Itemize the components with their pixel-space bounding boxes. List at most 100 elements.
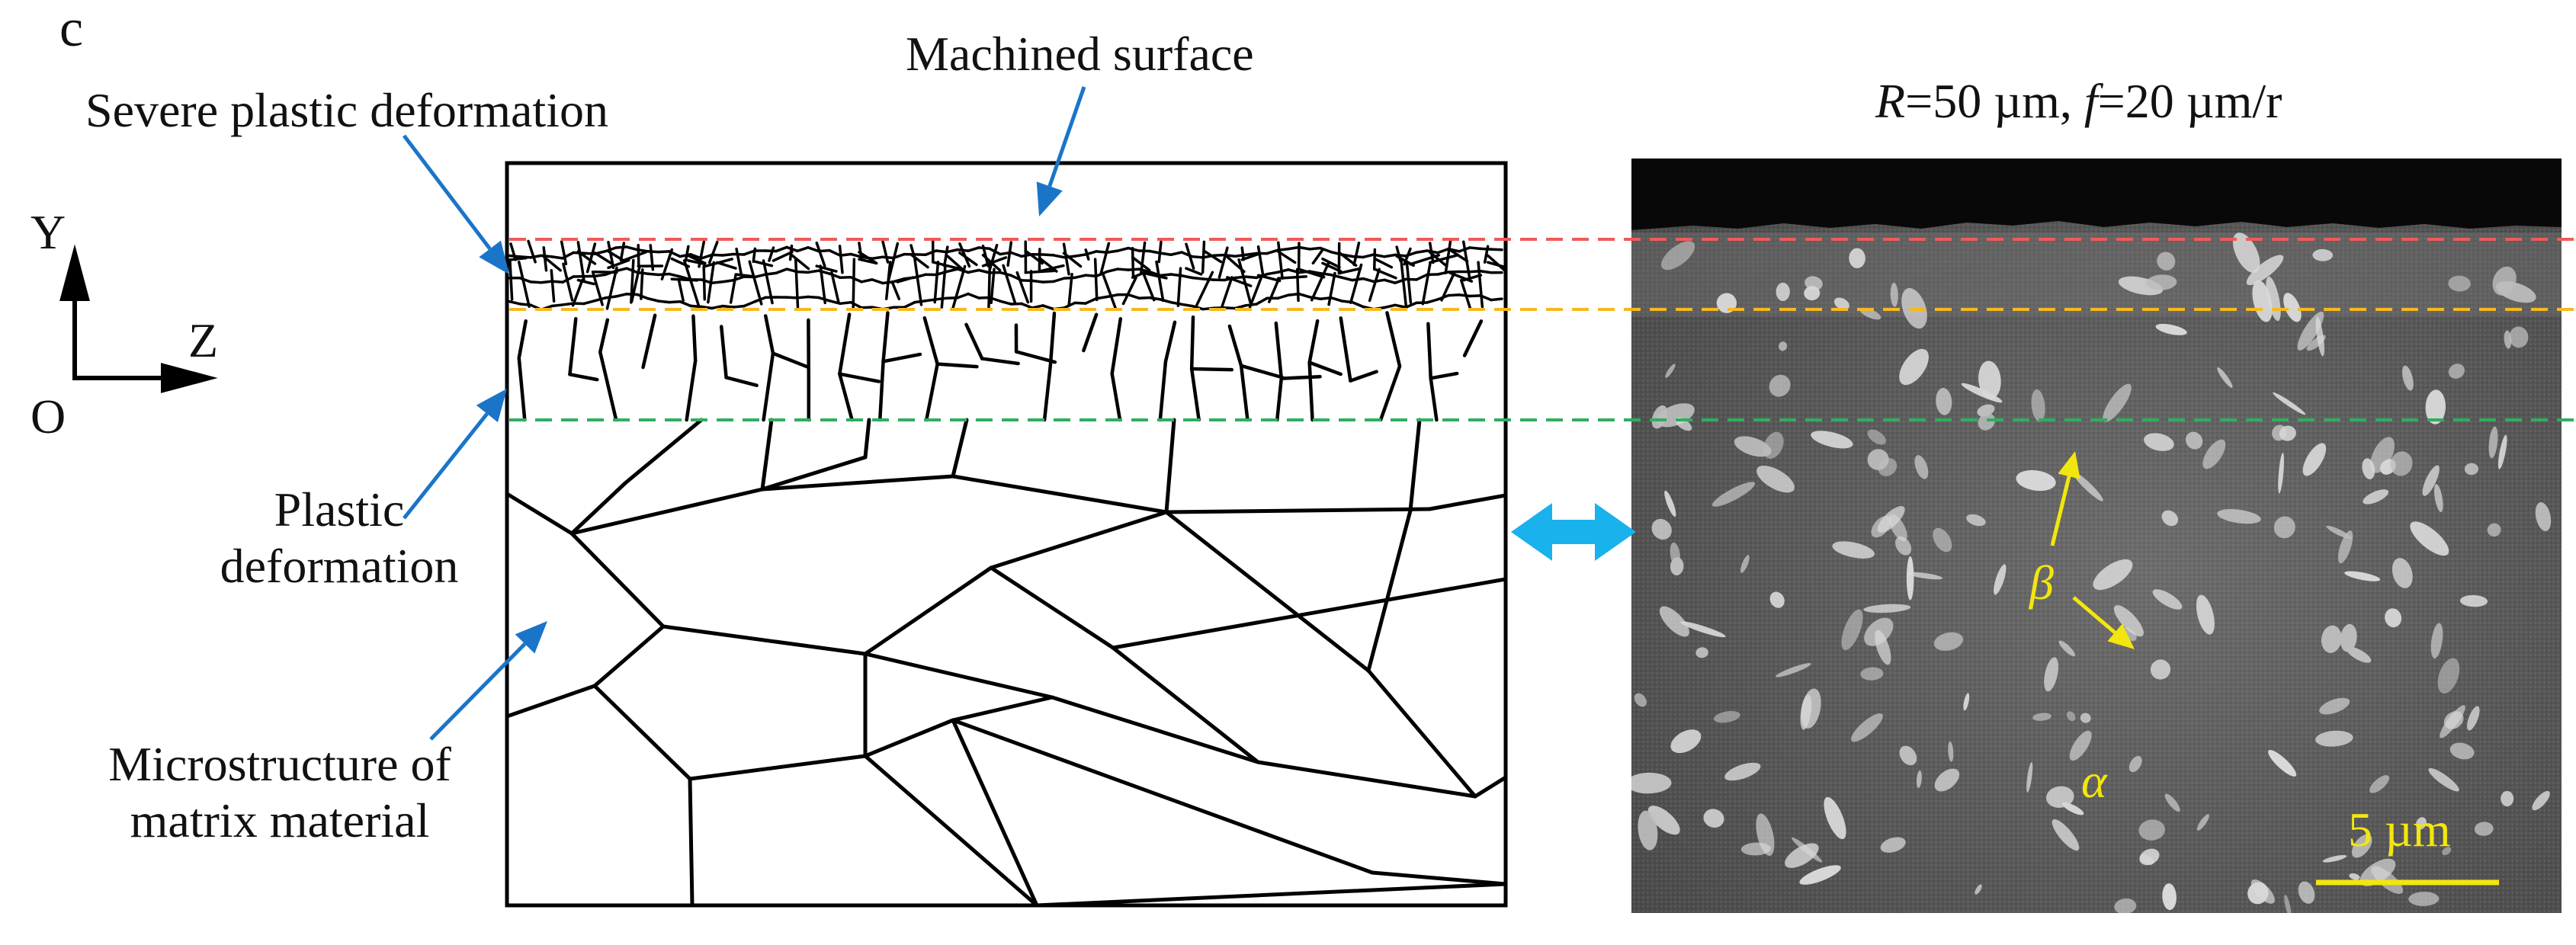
beta-particle [1978, 412, 1996, 431]
grain-boundary [1311, 248, 1324, 265]
beta-particle [2283, 293, 2302, 322]
beta-particle [2497, 434, 2507, 469]
grain-boundary [593, 273, 607, 278]
grain-boundary [1248, 274, 1264, 309]
beta-particle [1880, 837, 1906, 853]
beta-particle [2155, 323, 2187, 335]
grain-boundary [1277, 250, 1297, 264]
beta-particle [2337, 530, 2353, 564]
grain-boundary [839, 300, 852, 306]
beta-particle [2312, 248, 2333, 261]
grain-boundary [935, 270, 948, 277]
beta-particle [1756, 466, 1795, 493]
grain-boundary [677, 277, 685, 303]
beta-particle [1933, 527, 1952, 553]
grain-boundary [817, 269, 831, 275]
grain-boundary [1189, 315, 1195, 371]
grain-boundary [1002, 264, 1017, 306]
beta-particle [1849, 248, 1865, 268]
grain-boundary [1436, 247, 1450, 255]
grain-boundary [688, 754, 868, 781]
grain-boundary [807, 269, 820, 274]
grain-boundary [1127, 267, 1140, 271]
beta-particle [1724, 762, 1761, 781]
grain-boundary [1093, 258, 1099, 302]
grain-boundary [1255, 272, 1269, 280]
beta-particle [2162, 883, 2177, 911]
plastic-deformation-arrow-shaft [403, 412, 489, 520]
grain-boundary [1067, 272, 1073, 306]
grain-boundary [646, 296, 660, 303]
grain-boundary [763, 314, 775, 355]
grain-boundary [988, 243, 999, 271]
sem-micrograph [1631, 159, 2562, 913]
grain-boundary [1180, 274, 1194, 280]
beta-particle [2196, 594, 2215, 635]
grain-boundary [1111, 577, 1506, 650]
grain-boundary [1110, 317, 1123, 376]
grain-boundary [1015, 271, 1030, 304]
grain-boundary [1180, 303, 1194, 308]
beta-particle [1638, 810, 1658, 850]
grain-boundary [1404, 301, 1418, 309]
grain-boundary [711, 280, 724, 285]
grain-boundary [508, 258, 514, 301]
grain-boundary [1221, 276, 1233, 308]
grain-boundary [1415, 249, 1429, 254]
grain-boundary [1042, 364, 1053, 422]
grain-boundary [1287, 245, 1301, 251]
grain-boundary [913, 273, 927, 279]
grain-boundary [925, 362, 939, 422]
grain-boundary [796, 270, 810, 274]
grain-boundary [636, 248, 650, 253]
grain-boundary [1105, 293, 1119, 299]
grain-boundary [1373, 257, 1394, 269]
grain-boundary [903, 300, 916, 309]
grain-boundary [828, 272, 842, 280]
grain-boundary [1352, 242, 1361, 267]
grain-boundary [1408, 418, 1422, 513]
beta-particle [1647, 806, 1680, 835]
grain-boundary [1031, 279, 1044, 284]
grain-boundary [1266, 248, 1279, 255]
grain-boundary [1227, 324, 1243, 368]
grain-boundary [753, 273, 767, 279]
grain-boundary [881, 352, 922, 364]
grain-boundary [1014, 350, 1057, 364]
machined-surface-arrow-shaft [1047, 86, 1086, 187]
machined-surface-label: Machined surface [906, 27, 1254, 81]
grain-boundary [945, 248, 959, 254]
grain-boundary [688, 777, 695, 905]
grain-boundary [1105, 267, 1119, 274]
grain-boundary [924, 249, 938, 257]
grain-boundary [1139, 241, 1147, 275]
grain-boundary [935, 362, 979, 369]
grain-boundary [1372, 253, 1386, 258]
grain-boundary [1340, 276, 1354, 282]
beta-particle [1659, 606, 1689, 637]
grain-boundary [1169, 300, 1183, 306]
axis-y-label: Y [30, 205, 66, 259]
grain-boundary [550, 255, 564, 260]
grain-boundary [1110, 372, 1122, 422]
beta-particle [2144, 433, 2174, 451]
beta-particle [1769, 374, 1791, 397]
grain-boundary [1063, 255, 1076, 259]
beta-particle [2359, 858, 2396, 886]
grain-boundary [614, 293, 628, 298]
axis-origin-label: O [30, 389, 66, 444]
beta-particle [2390, 451, 2413, 476]
grain-boundary [945, 296, 959, 300]
grain-boundary [830, 271, 840, 304]
microstructure-arrow-shaft [429, 642, 527, 741]
beta-particle [2363, 489, 2389, 505]
grain-boundary [935, 249, 948, 254]
beta-particle [1878, 458, 1898, 476]
grain-boundary [1400, 259, 1408, 310]
grain-boundary [764, 271, 778, 276]
grain-boundary [964, 322, 984, 360]
grain-boundary [935, 296, 948, 301]
beta-particle [2058, 640, 2075, 657]
beta-particle [1769, 591, 1785, 608]
grain-boundary [1458, 246, 1471, 253]
